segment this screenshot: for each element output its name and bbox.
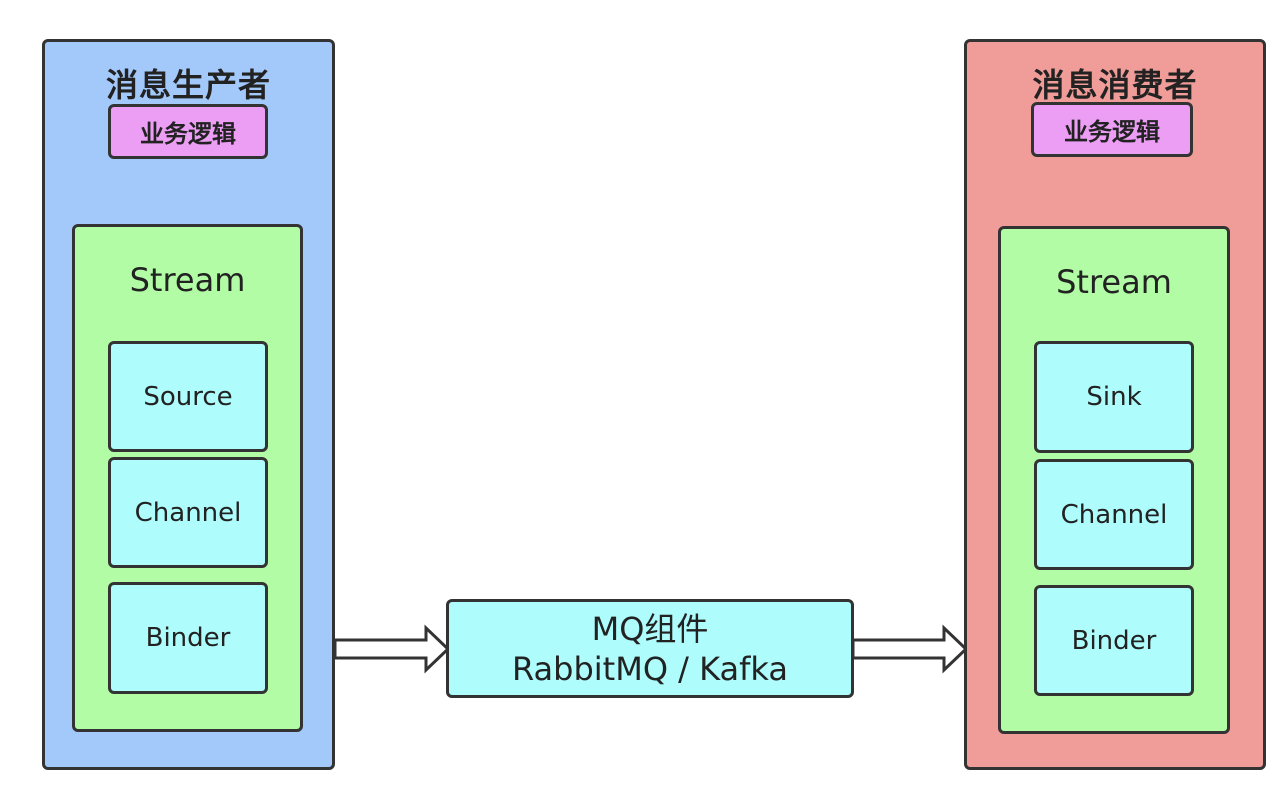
consumer-logic-box: 业务逻辑 [1031,102,1193,157]
producer-to-mq-arrow [333,624,451,674]
producer-source-box: Source [108,341,268,452]
producer-stream-title: Stream [129,261,246,299]
mq-brokers: RabbitMQ / Kafka [512,649,788,688]
producer-channel-box: Channel [108,457,268,568]
producer-logic-box: 业务逻辑 [108,104,268,159]
mq-to-consumer-arrow [851,624,969,674]
consumer-title: 消息消费者 [1032,66,1198,104]
consumer-binder-box: Binder [1034,585,1194,696]
producer-binder-box: Binder [108,582,268,694]
consumer-stream-title: Stream [1056,263,1172,301]
consumer-sink-box: Sink [1034,341,1194,453]
consumer-channel-box: Channel [1034,459,1194,570]
mq-title: MQ组件 [591,609,709,648]
mq-component-box: MQ组件 RabbitMQ / Kafka [446,599,854,698]
producer-title: 消息生产者 [105,66,271,104]
